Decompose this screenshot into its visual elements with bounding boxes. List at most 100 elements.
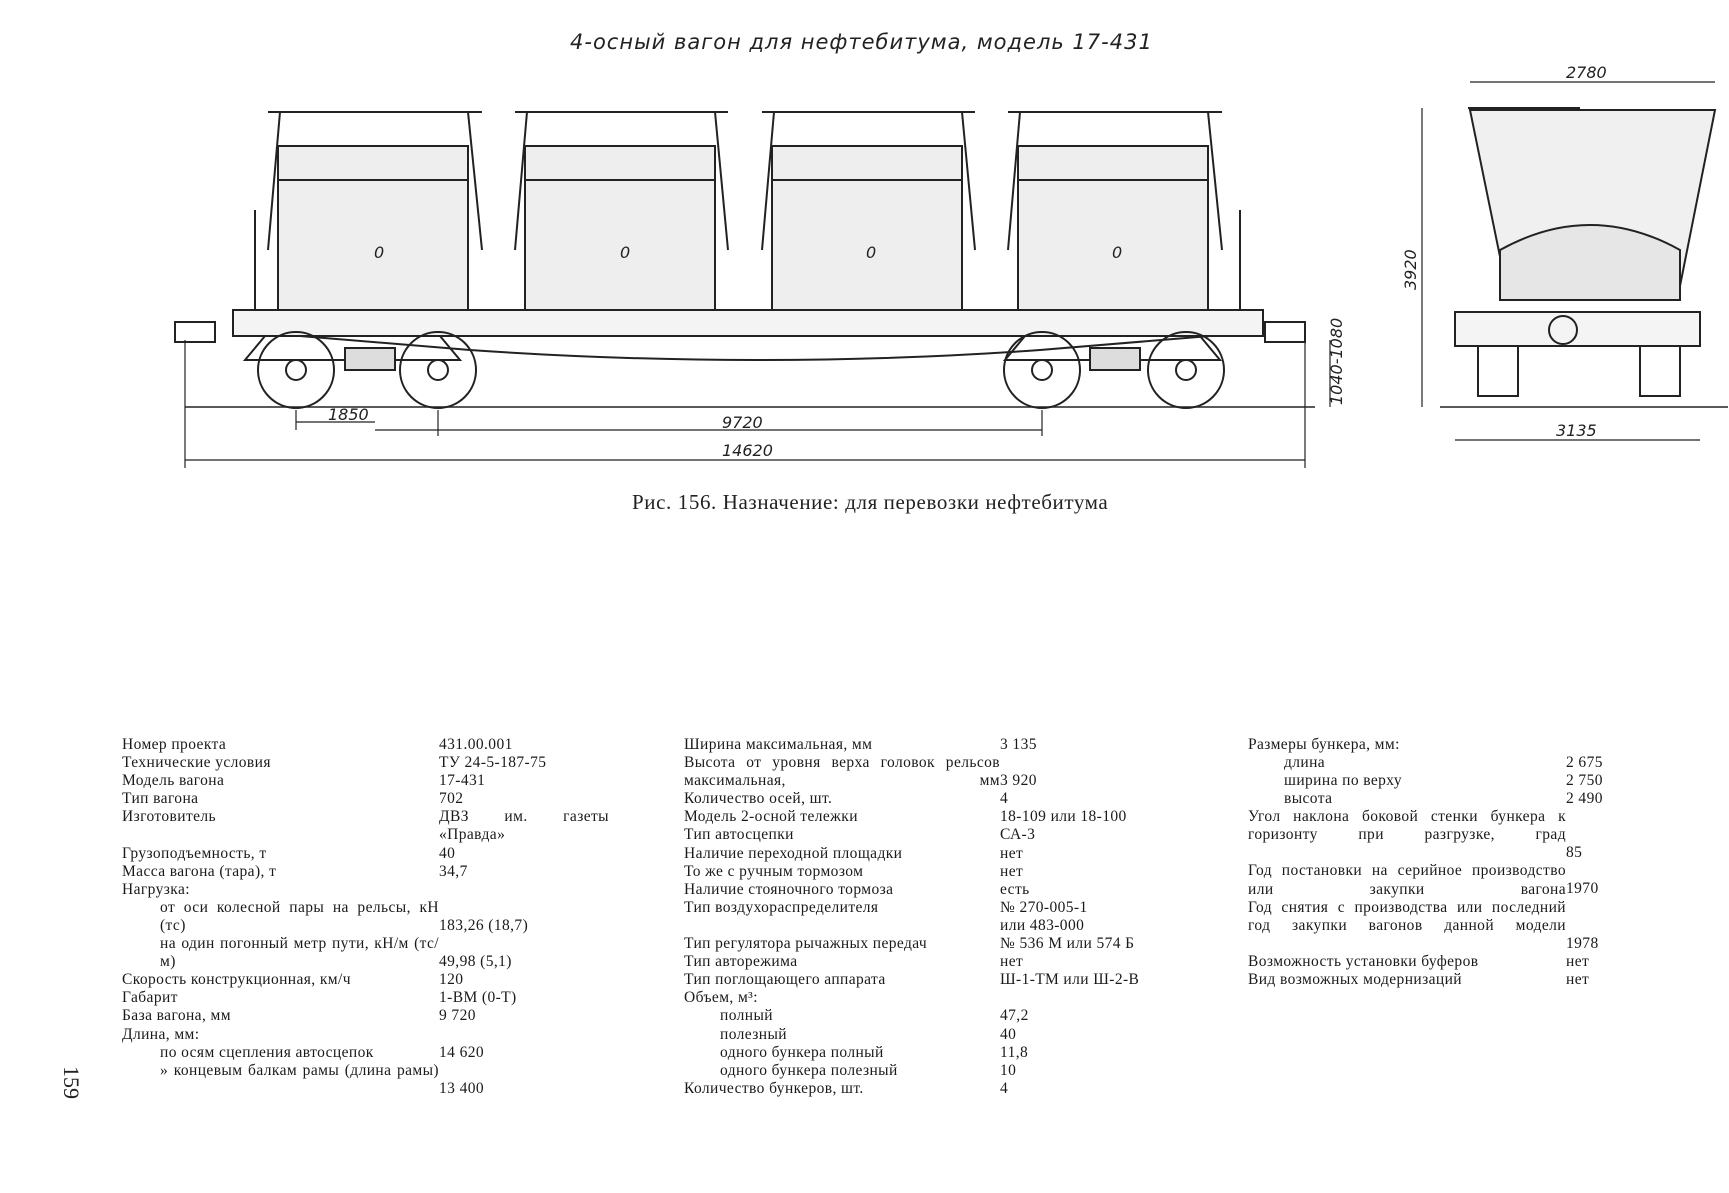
spec-label: Высота от уровня верха головок рельсов м… (684, 754, 1000, 790)
spec-label: Год постановки на серийное производство … (1248, 862, 1566, 898)
spec-value: 2 490 (1566, 790, 1603, 808)
spec-value: 10 (1000, 1061, 1017, 1079)
spec-value: 120 (439, 971, 464, 989)
spec-row: высота 2 490 (1248, 790, 1626, 808)
bogie-right (1002, 331, 1225, 409)
spec-value: № 536 М или 574 Б (1000, 935, 1135, 953)
spec-label: длина (1284, 754, 1326, 772)
spec-label: ширина по верху (1284, 772, 1403, 790)
spec-label: одного бункера полный (720, 1043, 884, 1061)
spec-label: Скорость конструкционная, км/ч (122, 971, 351, 989)
hopper-mark-3: 0 (866, 243, 876, 262)
spec-label: Номер проекта (122, 736, 227, 753)
spec-value: 431.00.001 (439, 736, 513, 753)
spec-value: 4 (1000, 790, 1009, 808)
spec-label: Тип авторежима (684, 953, 798, 971)
spec-value: № 270-005-1 или 483-000 (1000, 898, 1088, 934)
spec-value: 4 (1000, 1079, 1009, 1097)
spec-row: от оси колесной пары на рельсы, кН (тс)1… (122, 899, 609, 935)
spec-row: полезный 40 (684, 1026, 1190, 1044)
spec-value: 85 (1566, 844, 1583, 862)
spec-row: Тип автосцепки СА-3 (684, 826, 1190, 844)
spec-label: Габарит (122, 989, 178, 1007)
spec-row: Тип поглощающего аппарата Ш-1-ТМ или Ш-2-… (684, 971, 1190, 989)
spec-value: 17-431 (439, 772, 486, 790)
spec-row: Размеры бункера, мм: (1248, 736, 1626, 754)
spec-row: Год снятия с производства или последний … (1248, 899, 1626, 953)
spec-row: База вагона, мм 9 720 (122, 1007, 609, 1025)
spec-label: высота (1284, 790, 1333, 808)
spec-row: Номер проекта 431.00.001 (122, 736, 609, 754)
spec-label: База вагона, мм (122, 1007, 231, 1025)
spec-label: Наличие переходной площадки (684, 844, 903, 862)
spec-label: Наличие стояночного тормоза (684, 880, 894, 898)
dimension-bogie-base: 1850 (328, 405, 369, 424)
spec-label: Модель 2-осной тележки (684, 808, 858, 826)
spec-value: 1978 (1566, 934, 1599, 952)
spec-label: Тип поглощающего аппарата (684, 971, 886, 989)
spec-value: Ш-1-ТМ или Ш-2-В (1000, 971, 1140, 989)
spec-value: нет (1566, 970, 1590, 988)
spec-label: Нагрузка: (122, 880, 190, 898)
wagon-drawing: 0 0 0 0 1850 9720 14620 1040-1080 2780 3… (174, 63, 1728, 468)
spec-label: по осям сцепления автосцепок (160, 1043, 374, 1061)
spec-row: по осям сцепления автосцепок 14 620 (122, 1044, 609, 1062)
dimension-coupler-height: 1040-1080 (1327, 318, 1346, 405)
spec-value: 14 620 (439, 1043, 485, 1061)
hopper-mark-4: 0 (1112, 243, 1122, 262)
spec-value: нет (1000, 953, 1024, 971)
spec-label: Масса вагона (тара), т (122, 862, 277, 880)
spec-label: Тип регулятора рычажных передач (684, 935, 928, 953)
spec-value: 11,8 (1000, 1043, 1029, 1061)
spec-value: СА-3 (1000, 826, 1036, 844)
dimension-height-total: 3920 (1401, 249, 1420, 290)
hopper-4 (1007, 111, 1223, 311)
spec-label: Объем, м³: (684, 989, 758, 1007)
spec-label: полный (720, 1007, 773, 1025)
spec-value: 702 (439, 790, 464, 808)
spec-label: Тип автосцепки (684, 826, 794, 844)
spec-row: Количество бункеров, шт.4 (684, 1080, 1190, 1098)
spec-label: Год снятия с производства или последний … (1248, 898, 1566, 934)
spec-label: Вид возможных модернизаций (1248, 970, 1462, 988)
spec-row: одного бункера полезный 10 (684, 1062, 1190, 1080)
spec-value: 1970 (1566, 880, 1599, 898)
spec-row: Год постановки на серийное производство … (1248, 862, 1626, 898)
spec-label: Длина, мм: (122, 1025, 200, 1043)
spec-row: Количество осей, шт.4 (684, 790, 1190, 808)
spec-label: Технические условия (122, 754, 271, 772)
spec-label: То же с ручным тормозом (684, 862, 864, 880)
end-view (1440, 107, 1728, 408)
bogie-left (242, 331, 477, 409)
spec-value: 47,2 (1000, 1007, 1029, 1025)
spec-value: 9 720 (439, 1007, 476, 1025)
spec-row: Нагрузка: (122, 881, 609, 899)
hopper-mark-1: 0 (374, 243, 384, 262)
spec-row: полный 47,2 (684, 1007, 1190, 1025)
spec-value: 49,98 (5,1) (439, 953, 512, 971)
spec-label: на один погонный метр пути, кН/м (тс/м) (160, 935, 439, 971)
dimension-width-top: 2780 (1566, 63, 1607, 82)
figure-caption: Рис. 156. Назначение: для перевозки нефт… (632, 490, 1109, 514)
hopper-mark-2: 0 (620, 243, 630, 262)
spec-label: Тип вагона (122, 790, 199, 808)
dimension-length-total: 14620 (722, 441, 773, 460)
spec-label: Возможность установки буферов (1248, 952, 1479, 970)
spec-value: 13 400 (439, 1079, 485, 1097)
spec-label: полезный (720, 1025, 787, 1043)
spec-label: одного бункера полезный (720, 1061, 898, 1079)
spec-label: » концевым балкам рамы (длина рамы) (160, 1061, 439, 1079)
spec-value: 40 (1000, 1025, 1017, 1043)
specs-column-1: Номер проекта 431.00.001 Технические усло… (122, 736, 609, 1098)
spec-value: 3 135 (1000, 736, 1037, 753)
spec-value: 1-ВМ (0-Т) (439, 989, 517, 1007)
